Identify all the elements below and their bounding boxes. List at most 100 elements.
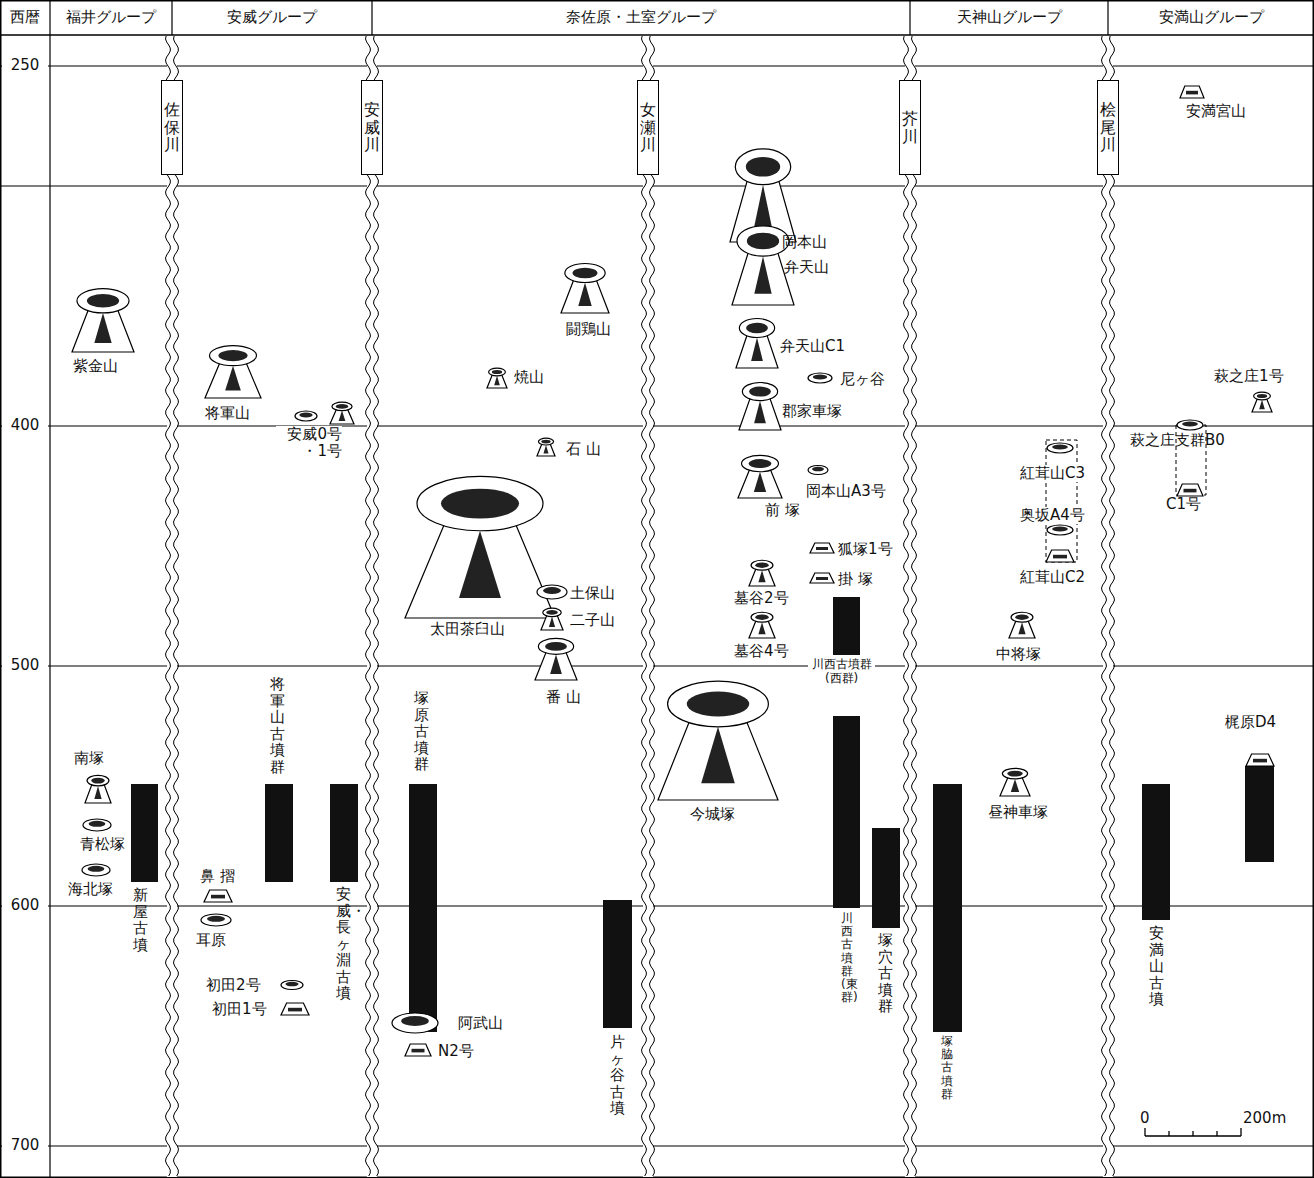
mound-round [489, 368, 506, 376]
keyhole-tumulus [541, 608, 563, 630]
tumulus-name: 墓谷4号 [734, 643, 789, 660]
keyhole-tumulus [205, 346, 261, 398]
mound-ridge [225, 366, 241, 391]
group-name: 安威・長ヶ淵古墳 [336, 886, 351, 1002]
group-name: 川西古墳群(東群) [841, 912, 853, 1004]
square-tumulus [810, 543, 834, 553]
tumulus-name: 紅茸山C3 [1020, 465, 1085, 482]
mound-top [1052, 527, 1068, 532]
mound-top [755, 562, 769, 567]
header-divider [1107, 0, 1108, 35]
node-text: 安威グループ [227, 8, 317, 27]
mound-ridge [758, 622, 765, 634]
square-tumulus [1177, 484, 1203, 496]
node-text: 西暦 [10, 8, 40, 27]
scale-label: 200m [1243, 1110, 1286, 1127]
river-line [912, 36, 917, 1176]
tumulus-name: 奥坂A4号 [1020, 507, 1085, 524]
mound-round [538, 638, 573, 654]
tumulus-name: 紫金山 [73, 358, 118, 375]
keyhole-tumulus [487, 368, 507, 388]
mound-trapezoid [1046, 550, 1074, 562]
group-header: 安威グループ [172, 0, 372, 35]
river-label-box: 安威川 [361, 80, 383, 175]
period-bar [1142, 784, 1170, 920]
period-bar [131, 784, 158, 882]
mound-ridge [754, 185, 772, 229]
tumulus-name: 前 塚 [765, 502, 800, 519]
round-tumulus [295, 411, 317, 421]
header-rule [0, 34, 1314, 36]
mound-round [751, 612, 773, 622]
scale-label: 0 [1140, 1110, 1150, 1127]
river-label-box: 佐保川 [161, 80, 183, 175]
river-line [904, 36, 909, 1176]
square-tumulus [405, 1044, 431, 1056]
round-tumulus [1047, 443, 1073, 453]
mound-top [687, 691, 749, 716]
keyhole-tumulus [749, 560, 775, 586]
period-bar [603, 900, 632, 1028]
mound-round [392, 1013, 438, 1033]
river-line [1110, 36, 1115, 1176]
river-line [374, 36, 379, 1176]
group-name: 塚穴古墳群 [878, 932, 893, 1015]
scale-bar [1145, 1128, 1241, 1136]
keyhole-tumulus [405, 476, 555, 618]
mound-round [537, 585, 567, 599]
tumulus-name: 石 山 [566, 441, 601, 458]
tumulus-name: 掛 塚 [838, 571, 873, 588]
tumulus-name: 萩之庄支群B0 [1130, 432, 1225, 449]
mound-top [89, 821, 106, 827]
tumulus-name: 将軍山 [205, 405, 250, 422]
year-label: 700 [2, 1137, 48, 1154]
tumulus-name: 太田茶臼山 [430, 621, 505, 638]
mound-ridge [339, 411, 346, 421]
mound-trapezoid [1177, 484, 1203, 496]
group-name: 塚脇古墳群 [941, 1035, 953, 1101]
mound-top [87, 294, 119, 307]
scale-tick [1168, 1131, 1169, 1136]
mound-top [747, 233, 779, 250]
tumulus-name: 南塚 [74, 750, 104, 767]
mound-ridge [754, 256, 771, 294]
mound-trapezoid [810, 543, 834, 553]
mound-top [1186, 91, 1198, 95]
keyhole-tumulus [72, 289, 134, 352]
tumulus-name: 番 山 [546, 689, 581, 706]
mound-round [742, 382, 777, 400]
rivers [166, 36, 1115, 1177]
header-divider [371, 0, 372, 35]
mound-trapezoid [1180, 86, 1204, 98]
keyhole-tumulus [535, 638, 577, 680]
mound-top [285, 982, 298, 987]
keyhole-tumulus [85, 775, 111, 803]
node-text: 芥川 [902, 110, 918, 145]
mound-top [541, 440, 550, 444]
mound-top [299, 413, 312, 418]
tumulus-name: 岡本山A3号 [806, 483, 886, 500]
year-line [0, 65, 1314, 66]
tumulus-name: 焼山 [514, 369, 544, 386]
mound-top [545, 642, 567, 651]
mound-top [441, 489, 519, 519]
tumulus-name: 初田2号 [206, 977, 261, 994]
mound-round [1011, 612, 1033, 622]
group-name: 新屋古墳 [133, 887, 148, 953]
mound-round [77, 289, 129, 313]
year-line [0, 425, 1314, 426]
mound-trapezoid [810, 573, 834, 583]
mound-round [1254, 392, 1271, 400]
mound-round [295, 411, 317, 421]
period-bar [833, 716, 860, 908]
keyhole-tumulus [1252, 392, 1272, 412]
mound-top [218, 350, 247, 361]
mound-top [1257, 394, 1267, 398]
mound-trapezoid [204, 890, 232, 902]
mound-top [91, 778, 105, 784]
node-text: 安威川 [364, 101, 380, 154]
river-label-box: 芥川 [899, 80, 921, 175]
year-line [0, 185, 1314, 186]
tumulus-name: 紅茸山C2 [1020, 569, 1085, 586]
